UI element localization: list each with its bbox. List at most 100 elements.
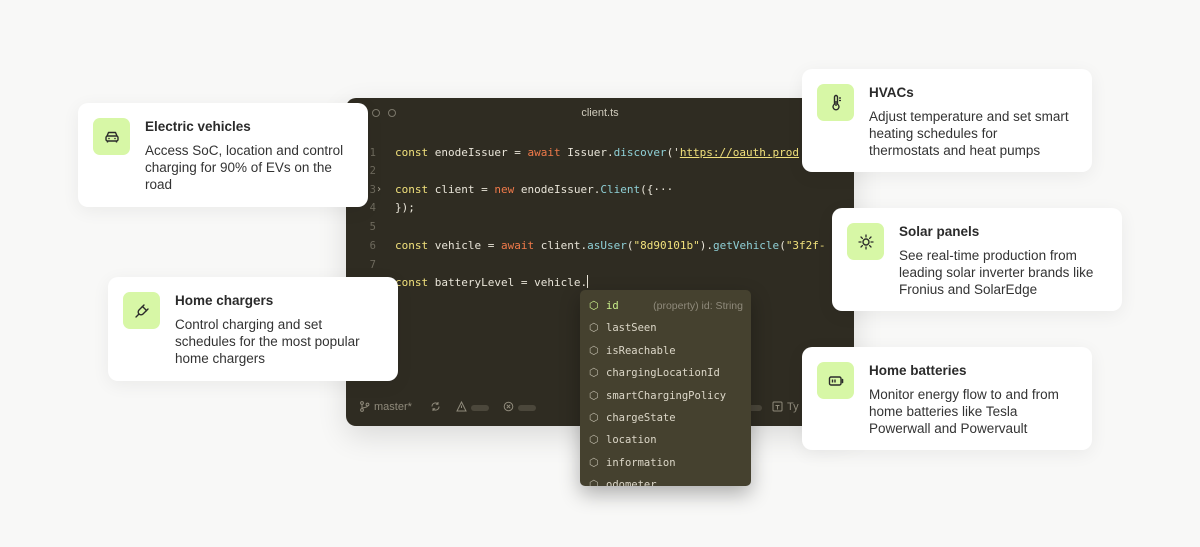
car-icon [93, 118, 130, 155]
card-title: HVACs [869, 85, 914, 100]
line-number: 5 [369, 221, 376, 233]
fold-chevron-icon[interactable]: › [376, 184, 383, 195]
autocomplete-label: id [606, 300, 619, 312]
code-token: }); [395, 201, 415, 214]
line-number: 2 [369, 165, 376, 177]
line-number: 4 [369, 202, 376, 214]
code-token: "3f2f- [785, 239, 826, 252]
code-token: (' [666, 146, 680, 159]
code-token: enodeIssuer. [520, 183, 601, 196]
sync-icon[interactable] [430, 401, 441, 415]
line-number: 3 [369, 184, 376, 196]
code-token: "8d90101b" [633, 239, 700, 252]
branch-name[interactable]: master* [374, 401, 412, 413]
editor-titlebar: client.ts [346, 98, 854, 130]
property-cube-icon: ⬡ [589, 366, 599, 380]
code-token: Client [600, 183, 641, 196]
card-description: Access SoC, location and control chargin… [145, 143, 344, 192]
status-item [744, 405, 762, 411]
code-token: ( [626, 239, 634, 252]
warning-count [471, 405, 489, 411]
code-line[interactable]: 7 [346, 256, 854, 274]
code-token: await [500, 239, 541, 252]
property-cube-icon: ⬡ [589, 433, 599, 447]
autocomplete-item[interactable]: ⬡chargeState [580, 407, 751, 429]
code-token: client. [540, 239, 588, 252]
code-text: }); [395, 199, 415, 217]
code-line[interactable]: 3› const client = new enodeIssuer.Client(… [346, 181, 854, 199]
autocomplete-label: isReachable [606, 344, 676, 357]
code-line[interactable]: 8const batteryLevel = vehicle. [346, 274, 854, 292]
code-token: const [395, 239, 435, 252]
autocomplete-item[interactable]: ⬡ information [580, 452, 751, 474]
autocomplete-item[interactable]: ⬡ odometer [580, 474, 751, 486]
error-count [518, 405, 536, 411]
battery-icon [817, 362, 854, 399]
autocomplete-label: odometer [606, 479, 657, 486]
autocomplete-popup[interactable]: ⬡id(property) id: String⬡lastSeen⬡isReac… [580, 290, 751, 486]
code-text: const enodeIssuer = await Issuer.discove… [395, 144, 799, 162]
git-branch-icon [359, 401, 370, 415]
property-cube-icon: ⬡ [589, 321, 599, 335]
editor-file-title: client.ts [581, 107, 619, 119]
card-title: Electric vehicles [145, 119, 251, 134]
code-token: enodeIssuer = [434, 146, 528, 159]
card-description: Control charging and set schedules for t… [175, 317, 360, 366]
property-cube-icon: ⬡ [589, 299, 599, 312]
card-description: Adjust temperature and set smart heating… [869, 109, 1069, 158]
code-token: https://oauth.prod [679, 146, 800, 159]
window-minimize-button[interactable] [372, 109, 380, 117]
autocomplete-label: smartChargingPolicy [606, 389, 727, 402]
card-title: Solar panels [899, 224, 980, 239]
autocomplete-label: chargingLocationId [606, 367, 720, 380]
autocomplete-label: chargeState [606, 412, 676, 424]
card-description: See real-time production from leading so… [899, 248, 1094, 297]
code-token: const [395, 183, 435, 196]
line-number: 7 [369, 259, 376, 271]
text-cursor [587, 275, 589, 288]
card-solar-panels: Solar panels See real-time production fr… [832, 208, 1122, 311]
typescript-icon [772, 401, 783, 415]
property-cube-icon: ⬡ [589, 388, 599, 402]
plug-icon [123, 292, 160, 329]
autocomplete-label: information [606, 456, 676, 469]
language-label[interactable]: Ty [787, 401, 799, 413]
property-cube-icon: ⬡ [589, 478, 599, 486]
code-token: new [494, 183, 521, 196]
card-description: Monitor energy flow to and from home bat… [869, 387, 1059, 436]
autocomplete-item[interactable]: ⬡ smartChargingPolicy [580, 385, 751, 407]
autocomplete-item[interactable]: ⬡lastSeen [580, 317, 751, 339]
autocomplete-item[interactable]: ⬡isReachable [580, 340, 751, 362]
code-text: const vehicle = await client.asUser("8d9… [395, 237, 826, 255]
code-token: await [527, 146, 568, 159]
code-token: asUser [587, 239, 627, 252]
editor-status-bar: master* Ty [346, 398, 854, 418]
code-token: vehicle = [434, 239, 501, 252]
autocomplete-item[interactable]: ⬡ chargingLocationId [580, 362, 751, 384]
warning-icon[interactable] [456, 400, 467, 415]
code-token: discover [613, 146, 667, 159]
code-token: ( [779, 239, 786, 252]
code-line[interactable]: 2 [346, 162, 854, 180]
card-home-batteries: Home batteries Monitor energy flow to an… [802, 347, 1092, 450]
code-token: ). [699, 239, 713, 252]
window-maximize-button[interactable] [388, 109, 396, 117]
code-token: const [395, 146, 435, 159]
sun-icon [847, 223, 884, 260]
error-icon[interactable] [503, 401, 514, 415]
card-title: Home chargers [175, 293, 274, 308]
property-cube-icon: ⬡ [589, 455, 599, 469]
code-line[interactable]: 5 [346, 218, 854, 236]
card-electric-vehicles: Electric vehicles Access SoC, location a… [78, 103, 368, 207]
autocomplete-item[interactable]: ⬡ id (property) id: String [580, 295, 751, 317]
code-line[interactable]: 4}); [346, 199, 854, 217]
code-text: const client = new enodeIssuer.Client({·… [395, 181, 673, 199]
card-hvacs: HVACs Adjust temperature and set smart h… [802, 69, 1092, 172]
card-home-chargers: Home chargers Control charging and set s… [108, 277, 398, 381]
line-number: 6 [369, 240, 376, 252]
code-token: ({··· [640, 183, 674, 196]
autocomplete-item[interactable]: ⬡location [580, 429, 751, 451]
autocomplete-detail: (property) id: String [653, 300, 743, 312]
